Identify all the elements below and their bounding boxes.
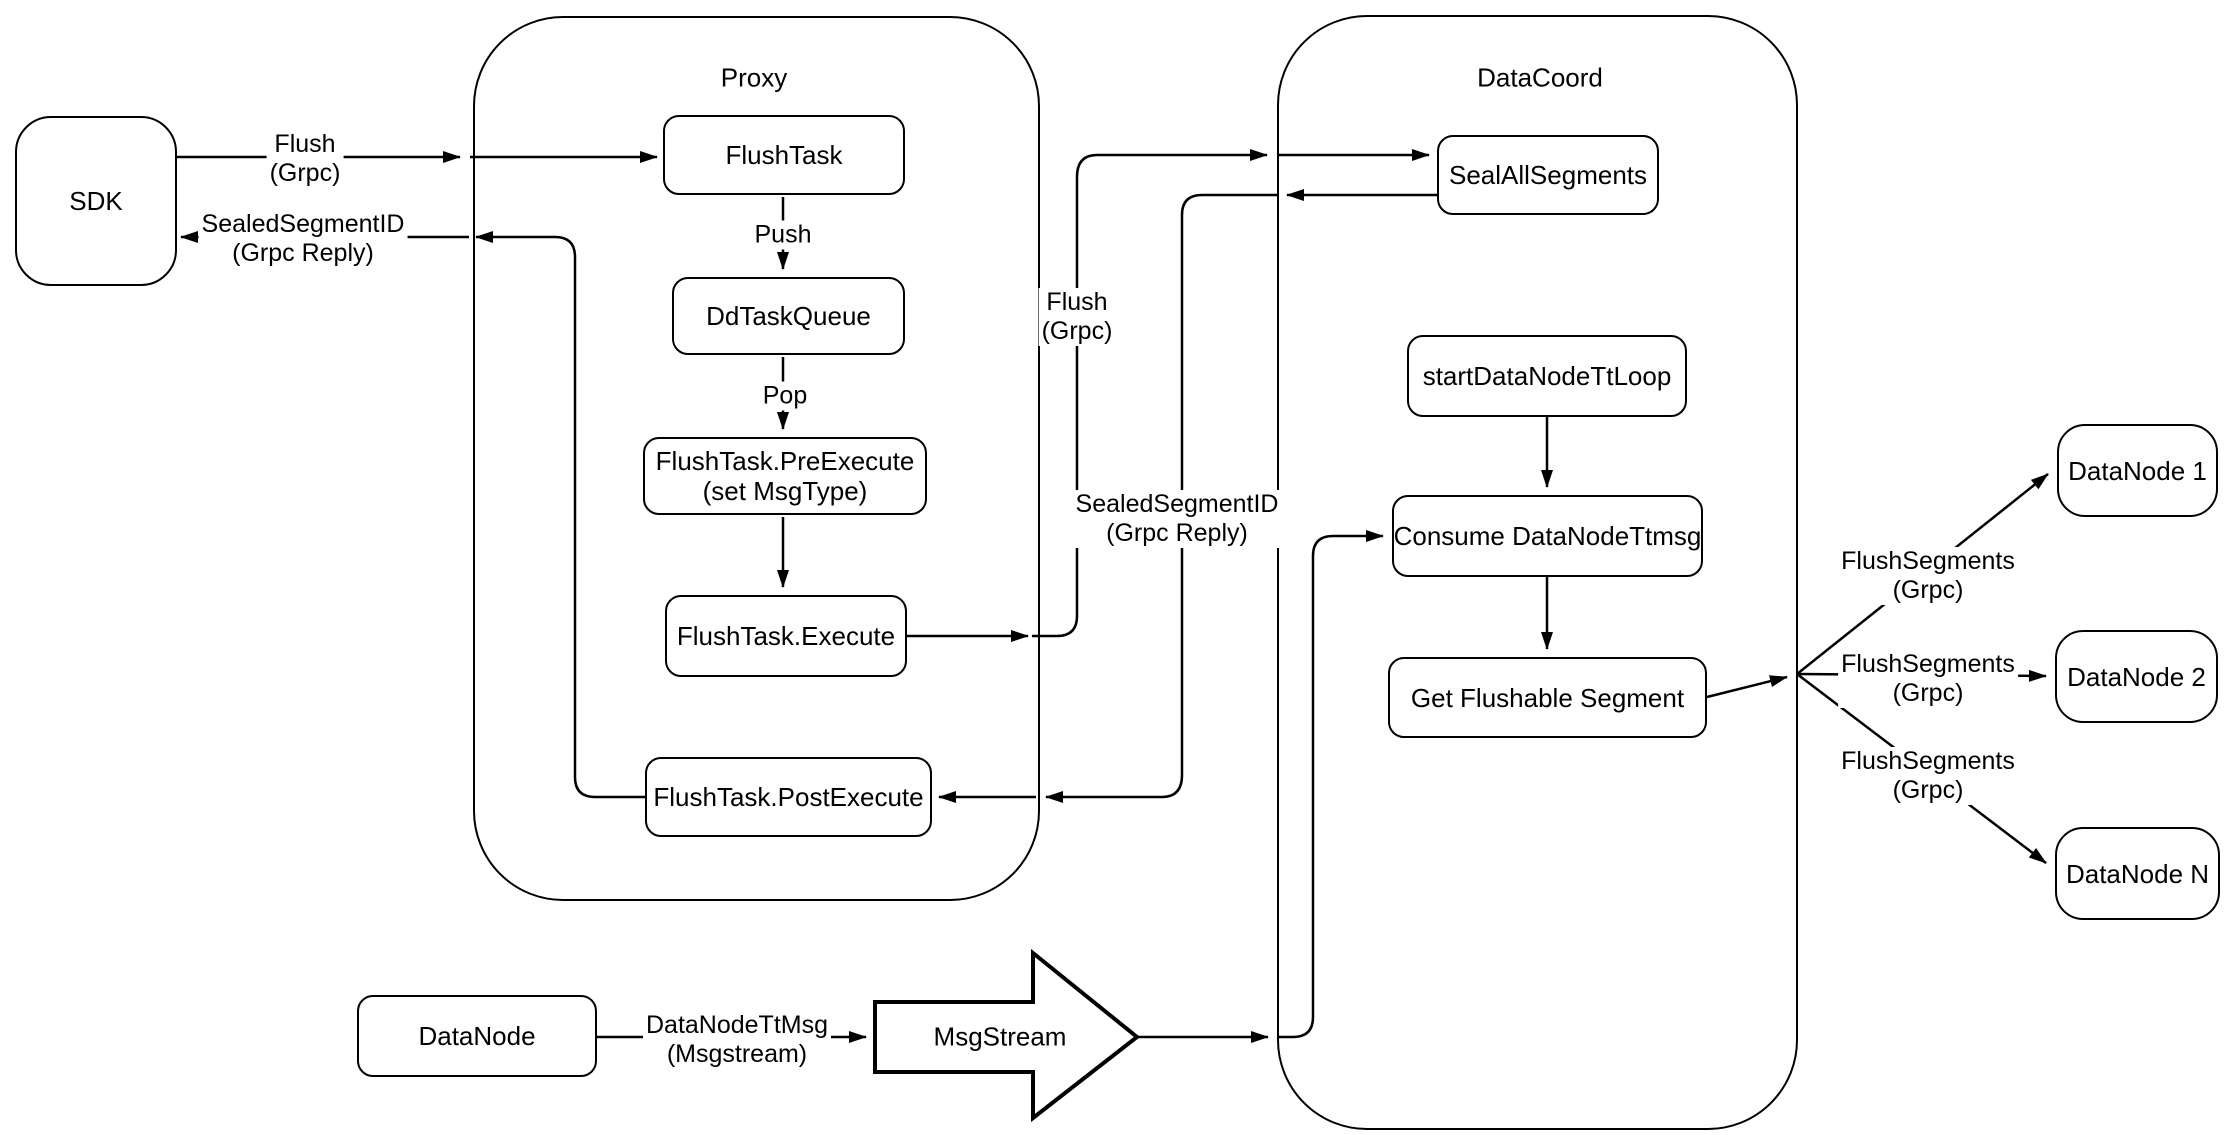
- node-postexecute: FlushTask.PostExecute: [645, 757, 932, 837]
- node-ddtaskqueue: DdTaskQueue: [672, 277, 905, 355]
- edge-label-flush-grpc-sdk: Flush (Grpc): [266, 130, 344, 188]
- edge-label-push: Push: [751, 220, 815, 250]
- node-sealallsegments-label: SealAllSegments: [1449, 160, 1647, 190]
- node-datanode-source-label: DataNode: [418, 1021, 536, 1051]
- node-execute: FlushTask.Execute: [665, 595, 907, 677]
- edge-label-flushsegments-2: FlushSegments (Grpc): [1838, 650, 2018, 708]
- edge-label-sealedsegmentid-mid: SealedSegmentID (Grpc Reply): [1072, 490, 1282, 548]
- node-consumedatanodettmsg-label: Consume DataNodeTtmsg: [1393, 521, 1702, 551]
- node-datanode-2: DataNode 2: [2055, 630, 2218, 723]
- node-sdk-label: SDK: [69, 186, 123, 216]
- edge-feed-up-to-consume: [1277, 530, 1384, 1039]
- node-getflushablesegment: Get Flushable Segment: [1388, 657, 1707, 738]
- node-datanode-n-label: DataNode N: [2065, 858, 2210, 889]
- node-datanode-1: DataNode 1: [2057, 424, 2218, 517]
- node-startdatanodettloop: startDataNodeTtLoop: [1407, 335, 1687, 417]
- node-getflushablesegment-label: Get Flushable Segment: [1410, 682, 1685, 713]
- edge-label-flush-grpc-mid: Flush (Grpc): [1038, 288, 1116, 346]
- node-ddtaskqueue-label: DdTaskQueue: [706, 301, 871, 331]
- edge-label-datanodettmsg: DataNodeTtMsg (Msgstream): [642, 1011, 832, 1069]
- node-flushtask-label: FlushTask: [725, 140, 843, 170]
- proxy-container-title: Proxy: [720, 62, 788, 93]
- edge-label-sealedsegmentid-sdk: SealedSegmentID (Grpc Reply): [198, 210, 408, 268]
- node-preexecute: FlushTask.PreExecute (set MsgType): [643, 437, 927, 515]
- edge-label-flushsegments-1: FlushSegments (Grpc): [1838, 547, 2018, 605]
- msgstream-block-arrow: [873, 948, 1141, 1123]
- proxy-container: [473, 16, 1040, 901]
- node-postexecute-label: FlushTask.PostExecute: [653, 782, 924, 812]
- node-datanode-source: DataNode: [357, 995, 597, 1077]
- edge-flush-up-to-datacoord: [1032, 149, 1268, 638]
- datacoord-container-title: DataCoord: [1477, 62, 1603, 93]
- edge-label-pop: Pop: [759, 381, 811, 411]
- node-datanode-1-label: DataNode 1: [2068, 455, 2207, 486]
- node-datanode-2-label: DataNode 2: [2067, 661, 2206, 692]
- node-preexecute-label: FlushTask.PreExecute (set MsgType): [655, 446, 915, 506]
- msgstream-label: MsgStream: [933, 1021, 1067, 1052]
- edge-postexecute-to-proxy-border: [475, 231, 645, 799]
- node-datanode-n: DataNode N: [2055, 827, 2220, 920]
- node-sealallsegments: SealAllSegments: [1437, 135, 1659, 215]
- node-sdk: SDK: [15, 116, 177, 286]
- edge-label-flushsegments-3: FlushSegments (Grpc): [1838, 747, 2018, 805]
- edge-getflushable-to-border: [1706, 675, 1788, 699]
- node-execute-label: FlushTask.Execute: [676, 621, 896, 651]
- node-startdatanodettloop-label: startDataNodeTtLoop: [1422, 361, 1672, 391]
- node-consumedatanodettmsg: Consume DataNodeTtmsg: [1392, 495, 1703, 577]
- datacoord-container: [1277, 15, 1798, 1130]
- node-flushtask: FlushTask: [663, 115, 905, 195]
